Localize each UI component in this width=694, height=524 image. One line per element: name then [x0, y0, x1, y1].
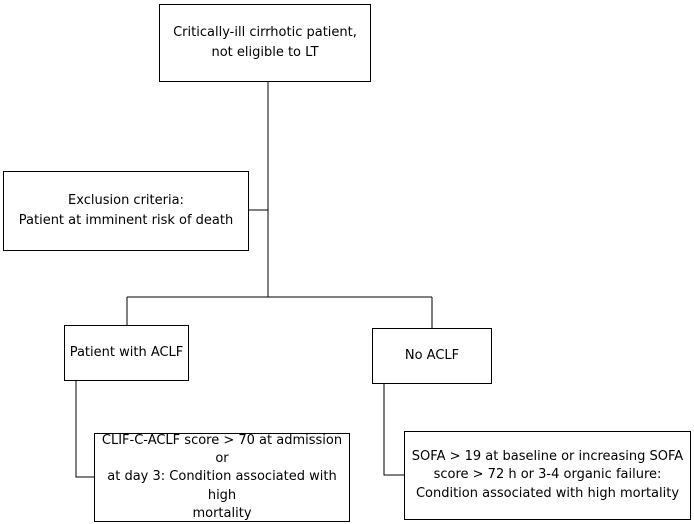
sofa-box: SOFA > 19 at baseline or increasing SOFA…	[404, 431, 691, 520]
clif-c-aclf-box: CLIF-C-ACLF score > 70 at admission or a…	[94, 433, 350, 522]
clif-line-3: mortality	[192, 505, 252, 521]
sofa-line-2: score > 72 h or 3-4 organic failure:	[433, 467, 662, 483]
no-aclf-box: No ACLF	[372, 328, 492, 384]
start-box: Critically-ill cirrhotic patient, not el…	[159, 4, 371, 82]
start-line-1: Critically-ill cirrhotic patient,	[173, 24, 357, 40]
exclusion-line-1: Exclusion criteria:	[68, 192, 184, 208]
aclf-to-clif-connector	[75, 381, 94, 478]
aclf-label: Patient with ACLF	[69, 344, 184, 360]
exclusion-criteria-box: Exclusion criteria: Patient at imminent …	[3, 171, 249, 251]
clif-line-1: CLIF-C-ACLF score > 70 at admission or	[101, 433, 343, 467]
no-aclf-label: No ACLF	[404, 347, 460, 363]
sofa-line-3: Condition associated with high mortality	[415, 485, 680, 501]
sofa-line-1: SOFA > 19 at baseline or increasing SOFA	[411, 449, 684, 465]
clif-line-2: at day 3: Condition associated with high	[107, 469, 337, 503]
noaclf-to-sofa-connector	[383, 384, 404, 476]
exclusion-line-2: Patient at imminent risk of death	[18, 213, 234, 228]
start-line-2: not eligible to LT	[211, 45, 319, 60]
patient-with-aclf-box: Patient with ACLF	[64, 325, 189, 381]
